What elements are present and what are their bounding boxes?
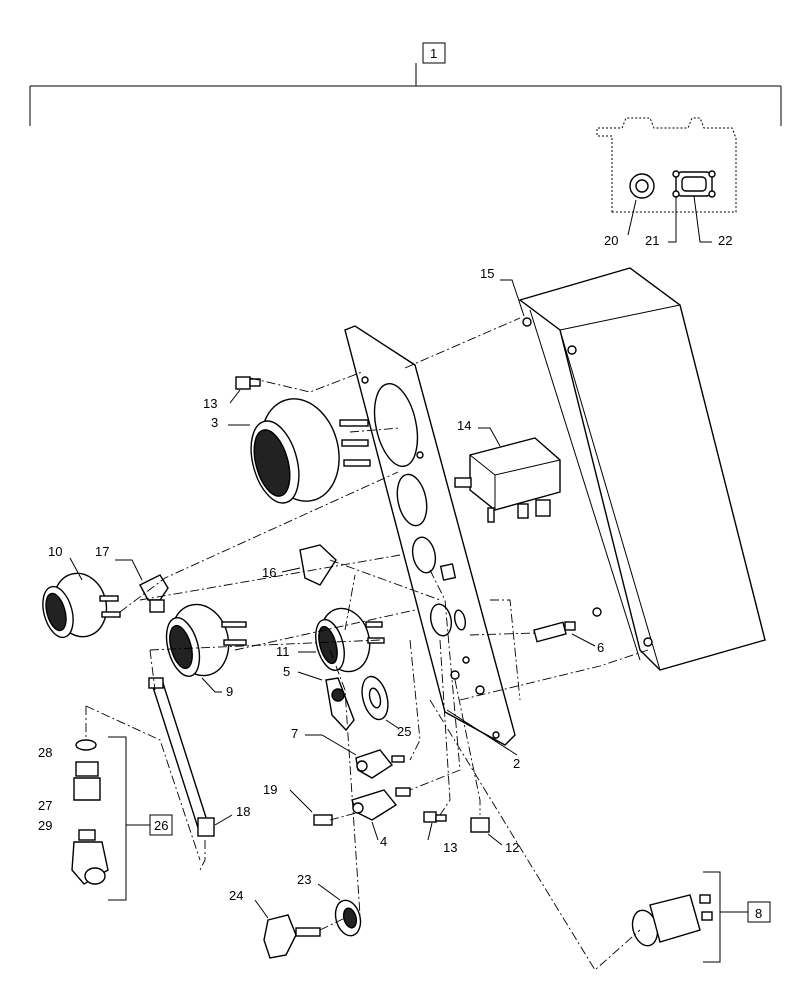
callout-25: 25 <box>397 724 411 739</box>
callout-3: 3 <box>211 415 218 430</box>
gauge-3 <box>228 398 371 504</box>
bushing-12 <box>470 817 503 846</box>
callout-10: 10 <box>48 544 62 559</box>
relay <box>454 427 561 523</box>
callout-6: 6 <box>597 640 604 655</box>
callout-labels: 1 2 3 4 5 6 7 8 9 10 11 12 13 13 14 15 1… <box>38 46 762 921</box>
callout-29: 29 <box>38 818 52 833</box>
adapter-kit <box>71 736 173 901</box>
callout-5: 5 <box>283 664 290 679</box>
callout-23: 23 <box>297 872 311 887</box>
washer-25 <box>361 675 399 729</box>
callout-1: 1 <box>430 46 437 61</box>
callout-19: 19 <box>263 782 277 797</box>
callout-7: 7 <box>291 726 298 741</box>
callout-2: 2 <box>513 756 520 771</box>
assembly-bracket <box>29 42 782 126</box>
pin-19 <box>289 789 333 826</box>
callout-20: 20 <box>604 233 618 248</box>
callout-22: 22 <box>718 233 732 248</box>
callout-15: 15 <box>480 266 494 281</box>
callout-17: 17 <box>95 544 109 559</box>
callout-14: 14 <box>457 418 471 433</box>
ignition-switch <box>631 871 771 963</box>
callout-9: 9 <box>226 684 233 699</box>
housing <box>500 267 766 671</box>
callout-11: 11 <box>276 644 290 659</box>
panel-plate <box>344 325 518 756</box>
fitting-6 <box>533 621 596 647</box>
callout-13-bottom: 13 <box>443 840 457 855</box>
cab-panel-detail <box>596 117 737 243</box>
elbow-fitting <box>115 559 169 613</box>
switch-4 <box>351 787 411 841</box>
callout-13-top: 13 <box>203 396 217 411</box>
callout-4: 4 <box>380 834 387 849</box>
switch-7 <box>305 734 405 779</box>
knob-23 <box>317 883 362 937</box>
callout-18: 18 <box>236 804 250 819</box>
gauge-10 <box>42 557 121 639</box>
callout-28: 28 <box>38 745 52 760</box>
gauge-9 <box>165 603 247 693</box>
callout-16: 16 <box>262 565 276 580</box>
callout-12: 12 <box>505 840 519 855</box>
hose-18 <box>148 677 233 837</box>
callout-27: 27 <box>38 798 52 813</box>
screw-13-bottom <box>423 811 447 841</box>
callout-24: 24 <box>229 888 243 903</box>
callout-8: 8 <box>755 906 762 921</box>
screw-13-top <box>229 376 261 404</box>
assembly-lines <box>85 317 649 971</box>
callout-21: 21 <box>645 233 659 248</box>
callout-26: 26 <box>154 818 168 833</box>
cover-16 <box>281 544 337 586</box>
ignition-key <box>254 899 321 959</box>
